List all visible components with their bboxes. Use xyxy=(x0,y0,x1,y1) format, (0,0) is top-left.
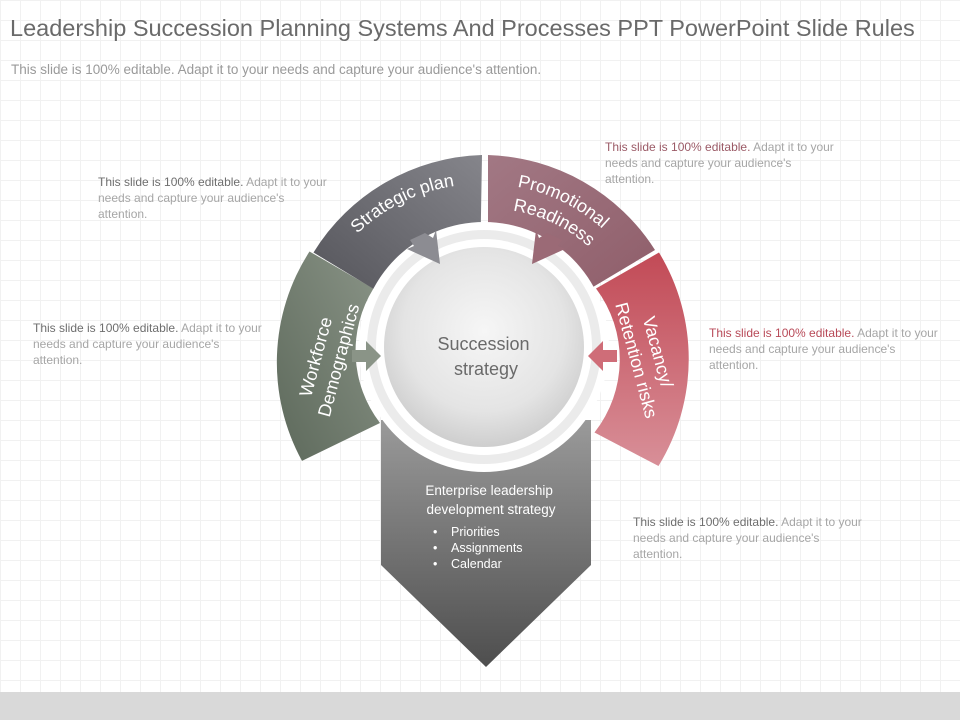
pointer-item-assignments: •Assignments xyxy=(433,541,523,555)
segment-strategic-plan xyxy=(313,155,482,291)
center-circle xyxy=(384,247,584,447)
arrow-from-workforce-demographics xyxy=(352,341,381,371)
note-middle-left: This slide is 100% editable. Adapt it to… xyxy=(33,321,262,367)
note-top-left: This slide is 100% editable. Adapt it to… xyxy=(98,175,327,221)
segment-promotional-readiness xyxy=(488,155,655,287)
note-bottom-right: This slide is 100% editable. Adapt it to… xyxy=(633,515,862,561)
note-middle-right: This slide is 100% editable. Adapt it to… xyxy=(709,326,938,372)
segment-vacancy-retention-risks xyxy=(594,252,689,466)
arrow-from-vacancy-retention xyxy=(588,341,617,371)
slide-subtitle: This slide is 100% editable. Adapt it to… xyxy=(11,62,542,77)
segment-workforce-demographics xyxy=(276,251,380,461)
bottom-bar xyxy=(0,692,960,720)
note-top-right: This slide is 100% editable. Adapt it to… xyxy=(605,140,834,186)
pointer-item-calendar: •Calendar xyxy=(433,557,502,571)
pointer-title: Enterprise leadership development strate… xyxy=(425,483,556,517)
arrow-from-strategic-plan xyxy=(407,230,440,264)
enterprise-leadership-pointer xyxy=(381,420,591,667)
arrow-from-promotional-readiness xyxy=(532,230,565,264)
center-label: Succession strategy xyxy=(437,334,534,379)
pointer-item-priorities: •Priorities xyxy=(433,525,500,539)
slide-title: Leadership Succession Planning Systems A… xyxy=(10,15,915,41)
